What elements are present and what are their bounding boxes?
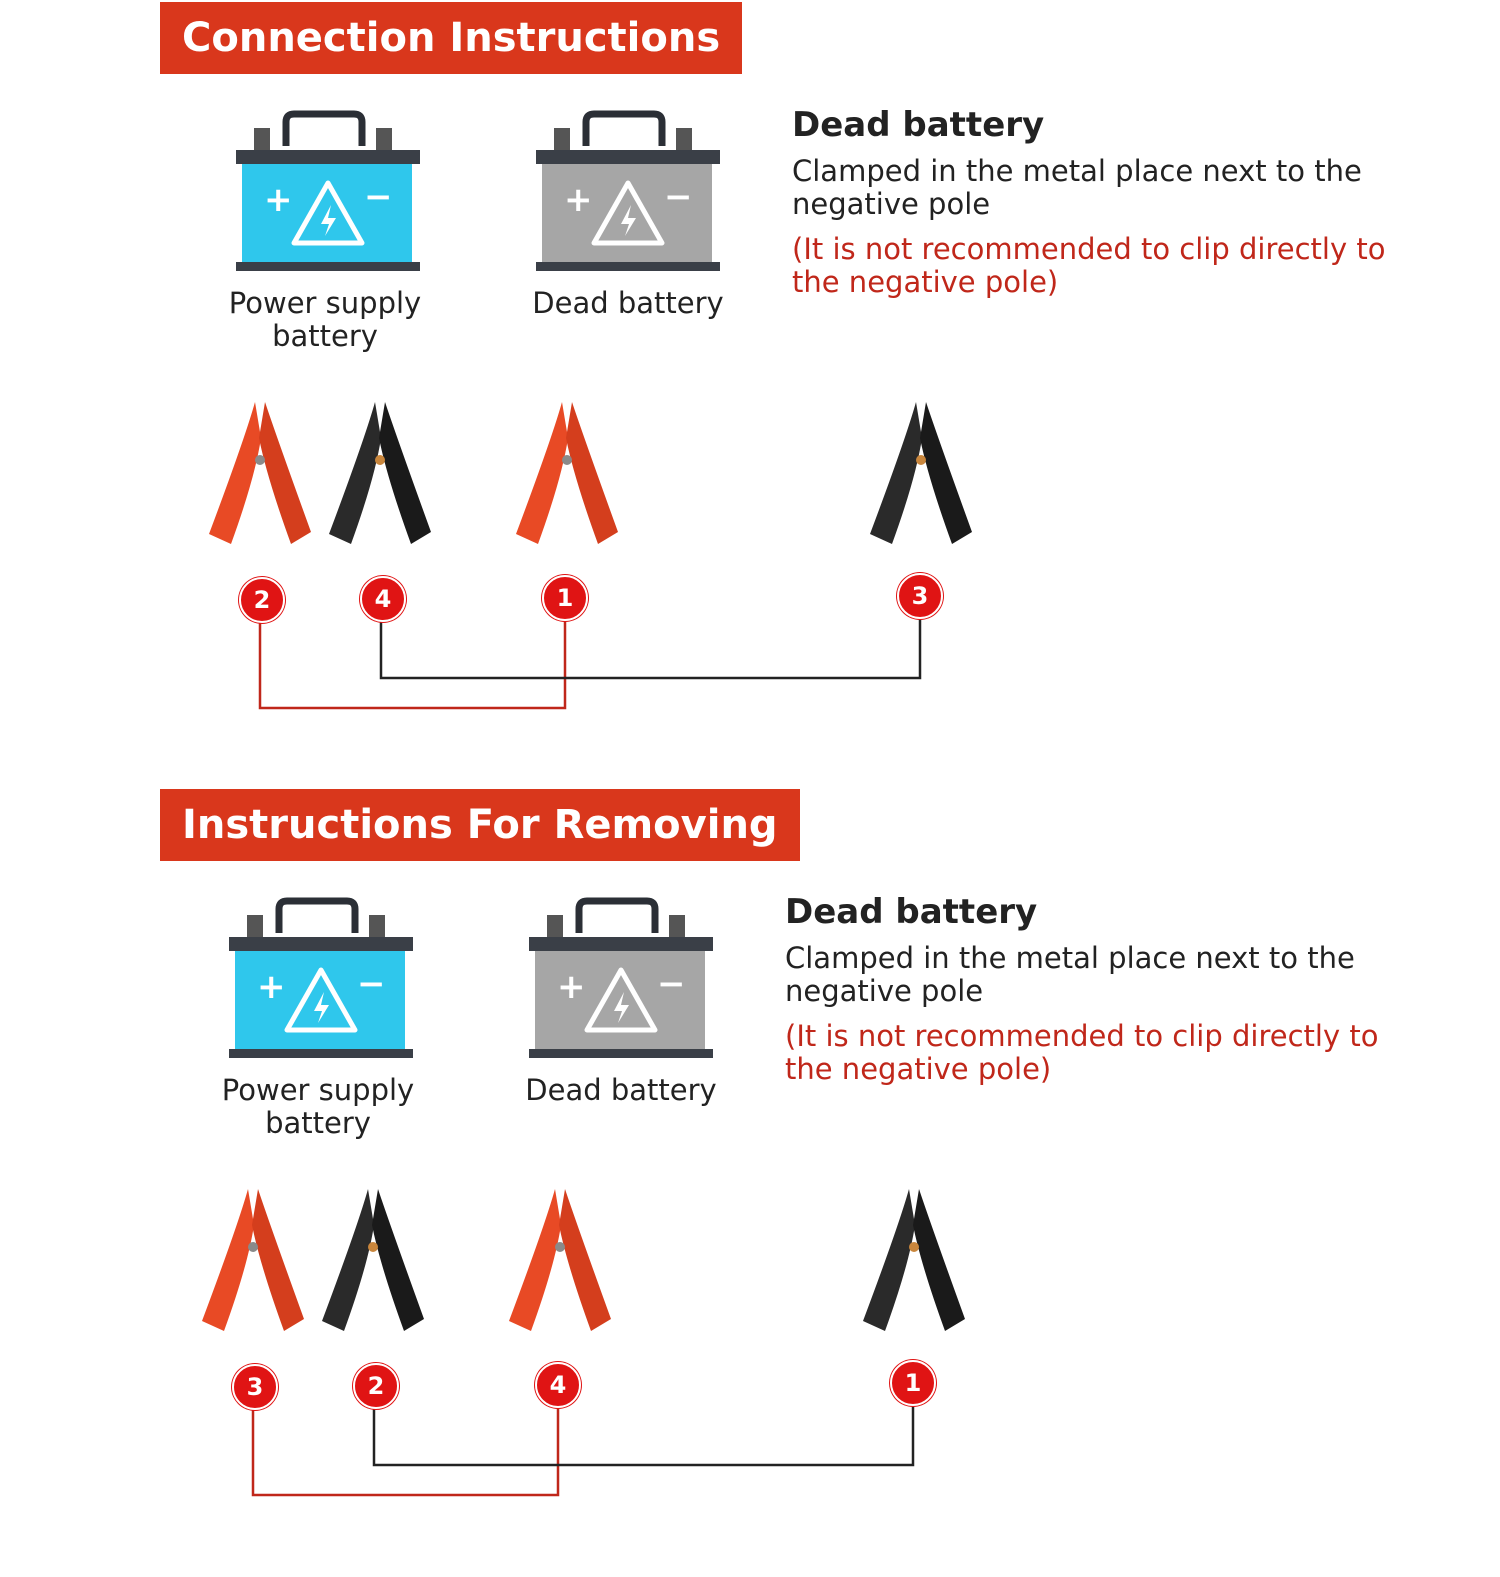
step-badge: 2 (239, 577, 285, 623)
svg-text:−: − (364, 177, 393, 217)
svg-text:+: + (557, 967, 586, 1007)
step-badge: 3 (897, 573, 943, 619)
removing-section: Instructions For Removing + − Power supp… (0, 787, 1500, 1577)
red-clamp-icon (505, 1185, 615, 1335)
black-wire (379, 618, 922, 680)
red-wire (258, 620, 567, 710)
step-badge: 1 (890, 1360, 936, 1406)
step-badge: 4 (360, 576, 406, 622)
svg-text:−: − (657, 964, 686, 1004)
power-supply-battery-icon: + − (228, 108, 428, 278)
note-warning: (It is not recommended to clip directly … (792, 232, 1386, 299)
note-text: Clamped in the metal place next to the n… (785, 941, 1355, 1008)
svg-text:−: − (357, 964, 386, 1004)
red-clamp-icon (205, 398, 315, 548)
svg-text:+: + (264, 180, 293, 220)
black-wire (372, 1405, 915, 1467)
dead-battery-note: Dead battery Clamped in the metal place … (785, 892, 1405, 1086)
svg-text:−: − (664, 177, 693, 217)
dead-battery-label: Dead battery (525, 1073, 717, 1107)
red-wire (251, 1407, 560, 1497)
svg-text:+: + (564, 180, 593, 220)
section-banner: Instructions For Removing (160, 789, 800, 861)
connection-section: Connection Instructions + − Power supply… (160, 2, 1412, 710)
step-badge: 3 (232, 1364, 278, 1410)
power-supply-battery-icon: + − (221, 895, 421, 1065)
note-warning: (It is not recommended to clip directly … (785, 1019, 1379, 1086)
svg-text:+: + (257, 967, 286, 1007)
black-clamp-icon (325, 398, 435, 548)
red-clamp-icon (198, 1185, 308, 1335)
black-clamp-icon (859, 1185, 969, 1335)
step-badge: 1 (542, 575, 588, 621)
note-text: Clamped in the metal place next to the n… (792, 154, 1362, 221)
black-clamp-icon (866, 398, 976, 548)
power-supply-label: Power supply battery (221, 1073, 415, 1140)
note-title: Dead battery (792, 105, 1045, 145)
dead-battery-label: Dead battery (532, 286, 724, 320)
dead-battery-icon: + − (521, 895, 721, 1065)
dead-battery-icon: + − (528, 108, 728, 278)
dead-battery-note: Dead battery Clamped in the metal place … (792, 105, 1412, 299)
step-badge: 4 (535, 1362, 581, 1408)
step-badge: 2 (353, 1363, 399, 1409)
section-banner: Connection Instructions (160, 2, 743, 74)
black-clamp-icon (318, 1185, 428, 1335)
note-title: Dead battery (785, 892, 1038, 932)
red-clamp-icon (512, 398, 622, 548)
power-supply-label: Power supply battery (228, 286, 422, 353)
